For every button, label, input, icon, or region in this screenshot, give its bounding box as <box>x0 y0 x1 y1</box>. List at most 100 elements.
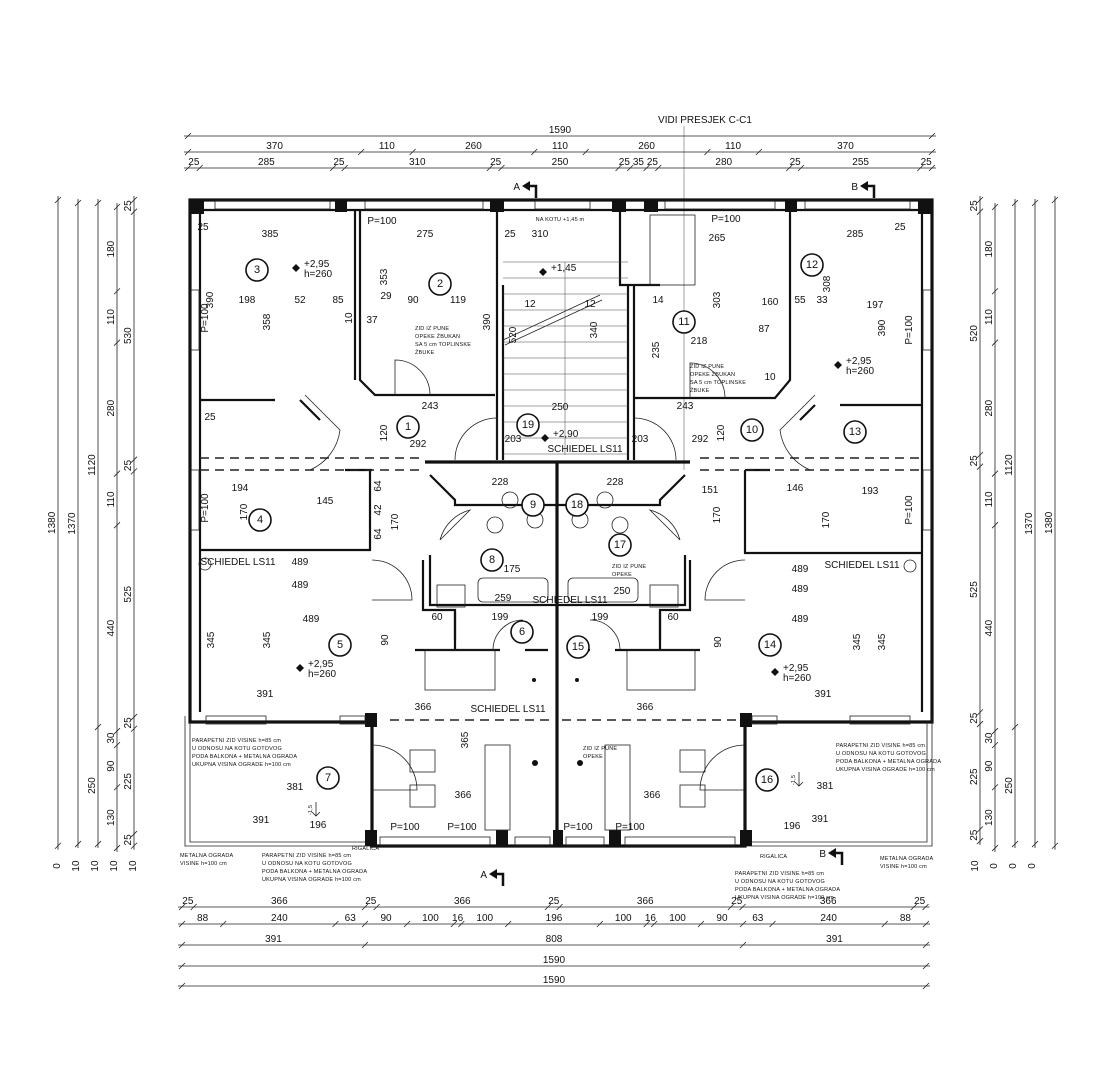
dimension-label: 440 <box>106 619 117 636</box>
dimension-tick <box>544 903 552 911</box>
dimension-tick <box>130 196 138 204</box>
dimension-label: 489 <box>292 580 309 591</box>
section-arrow-icon <box>828 848 836 858</box>
dimension-label: 310 <box>409 157 426 168</box>
room-circle <box>428 272 452 296</box>
dimension-tick <box>178 962 186 970</box>
dimension-tick <box>928 164 936 172</box>
dimension-label: 175 <box>504 564 521 575</box>
room-circle <box>565 493 589 517</box>
dimension-tick <box>450 920 458 928</box>
dimension-label: 303 <box>712 291 723 308</box>
level-marker-icon <box>541 434 549 442</box>
dimension-tick <box>991 339 999 346</box>
parapet-note: UKUPNA VISINA OGRADE h=100 cm <box>192 762 291 768</box>
level-marker-icon <box>834 361 842 369</box>
dimension-label: 90 <box>106 760 117 772</box>
dimension-label: 100 <box>422 913 439 924</box>
dimension-label: 10 <box>71 860 82 872</box>
dimension-label: 170 <box>239 503 250 520</box>
dimension-label: 90 <box>984 760 995 772</box>
dimension-tick <box>178 982 186 990</box>
dimension-label: 366 <box>455 790 472 801</box>
dimension-label: 1590 <box>543 955 566 966</box>
dimension-tick <box>643 164 650 172</box>
dimension-tick <box>94 723 102 731</box>
dimension-label: 25 <box>188 157 200 168</box>
dimension-label: 353 <box>379 268 390 285</box>
dimension-label: 194 <box>232 483 249 494</box>
dimension-label: 90 <box>716 913 728 924</box>
dimension-label: 90 <box>380 634 391 646</box>
dimension-label: 10 <box>128 860 139 872</box>
dimension-label: 218 <box>691 336 708 347</box>
dimension-label: 345 <box>852 633 863 650</box>
dimension-tick <box>881 920 889 928</box>
dimension-label: 130 <box>106 809 117 826</box>
dimension-label: 250 <box>614 586 631 597</box>
room-number: 11 <box>678 316 689 328</box>
dimension-label: 489 <box>792 614 809 625</box>
level-marker-icon <box>771 668 779 676</box>
dimension-label: 160 <box>762 297 779 308</box>
section-mark: B <box>819 849 826 860</box>
dimension-label: 345 <box>877 633 888 650</box>
column <box>335 200 347 212</box>
dimension-tick <box>332 920 339 928</box>
room-number: 5 <box>337 639 343 651</box>
room-number: 18 <box>571 499 583 511</box>
dimension-tick <box>922 941 930 949</box>
dimension-tick <box>976 208 984 215</box>
dimension-label: 280 <box>715 157 732 168</box>
column <box>490 200 504 212</box>
dimension-label: 25 <box>894 222 906 233</box>
dimension-tick <box>341 164 349 172</box>
dimension-label: 110 <box>552 141 568 152</box>
dimension-label: 37 <box>366 315 378 326</box>
gutter-label: RIGALICA <box>760 854 787 860</box>
room-height: h=260 <box>308 669 337 680</box>
dimension-label: 358 <box>262 313 273 330</box>
room-number: 8 <box>489 554 495 566</box>
parapet-note: PODA BALKONA + METALNA OGRADA <box>262 869 367 875</box>
dimension-tick <box>1031 840 1039 848</box>
dimension-tick <box>991 470 999 477</box>
dimension-label: 240 <box>820 913 837 924</box>
dimension-label: 180 <box>106 240 117 257</box>
dimension-label: 130 <box>984 809 995 826</box>
dimension-label: 366 <box>454 896 471 907</box>
room-number-9: 9 <box>521 493 545 517</box>
dimension-tick <box>650 920 658 928</box>
level-value: +1,45 <box>551 263 577 274</box>
dimension-label: 60 <box>431 612 443 623</box>
dimension-tick <box>1011 199 1019 207</box>
dimension-label: 489 <box>292 557 309 568</box>
dimension-label: 10 <box>90 860 101 872</box>
dimension-tick <box>54 842 62 850</box>
dimension-tick <box>74 199 82 207</box>
dimension-tick <box>74 840 82 848</box>
dimension-label: 250 <box>552 402 569 413</box>
dimension-label: 345 <box>206 631 217 648</box>
window-label: P=100 <box>200 303 211 333</box>
dimension-label: 520 <box>969 325 980 342</box>
dimension-tick <box>504 920 512 928</box>
dimension-label: 180 <box>984 240 995 257</box>
dimension-tick <box>922 903 929 911</box>
dimension-label: 366 <box>637 702 654 713</box>
dimension-label: 25 <box>123 717 134 729</box>
dimension-label: 203 <box>632 434 649 445</box>
room-circle <box>328 633 352 657</box>
dimension-tick <box>409 148 416 156</box>
dimension-label: 381 <box>287 782 304 793</box>
section-cut-line <box>836 851 844 865</box>
railing-note: VISINE h=100 cm <box>880 864 927 870</box>
dimension-label: 25 <box>619 157 631 168</box>
dimension-tick <box>373 903 380 911</box>
chimney-label: SCHIEDEL LS11 <box>200 557 275 568</box>
dimension-tick <box>976 196 984 204</box>
dimension-label: 203 <box>505 434 522 445</box>
dimension-label: 110 <box>106 491 117 507</box>
dimension-label: 87 <box>758 324 770 335</box>
